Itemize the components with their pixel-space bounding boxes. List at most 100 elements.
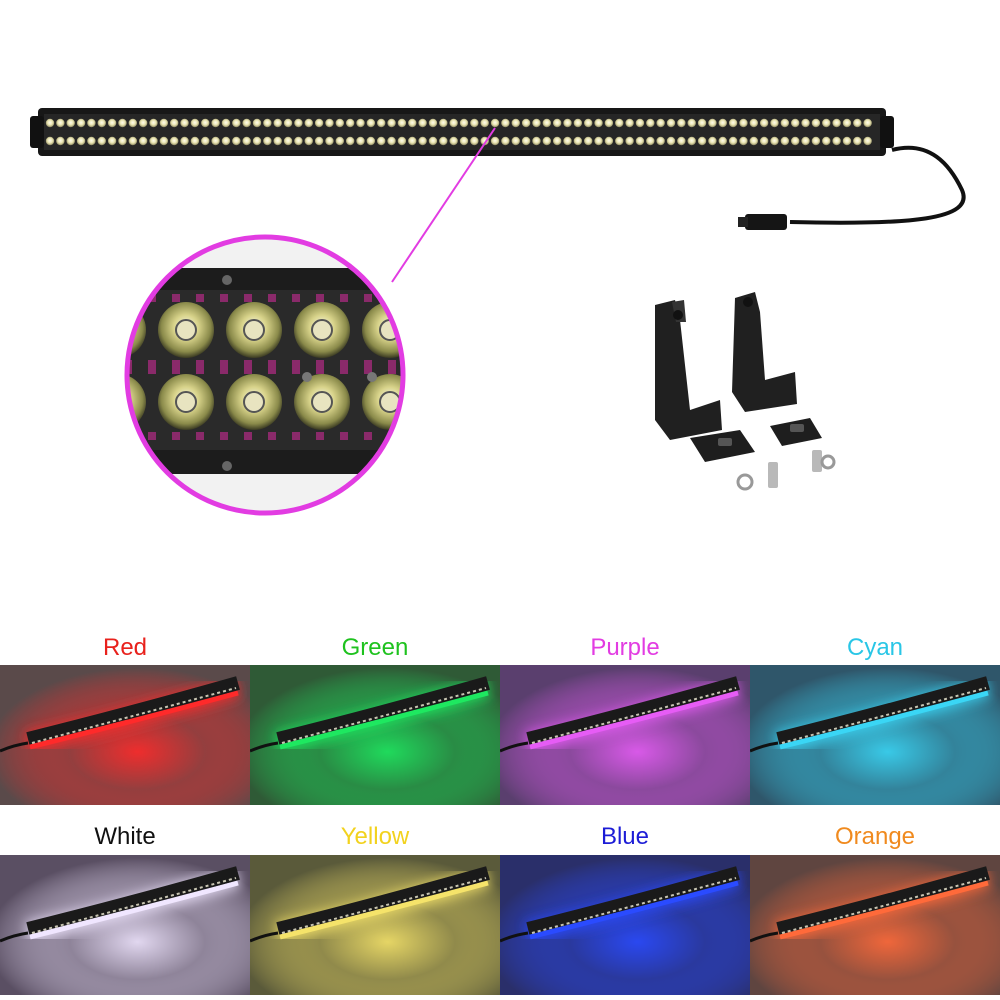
magnifier-detail	[124, 234, 486, 516]
rgb-chip	[268, 360, 276, 368]
product-scene	[30, 108, 966, 516]
color-photo-white	[0, 855, 250, 995]
rgb-chip	[244, 366, 252, 374]
led	[428, 118, 438, 128]
led	[107, 136, 117, 146]
color-label-yellow: Yellow	[340, 823, 410, 850]
led	[811, 118, 821, 128]
led	[625, 118, 634, 128]
led	[801, 118, 810, 128]
led	[128, 118, 137, 128]
led	[459, 118, 469, 128]
led	[418, 136, 427, 146]
led	[656, 118, 665, 128]
led	[252, 136, 262, 146]
led	[356, 118, 365, 128]
rgb-chip	[268, 432, 276, 440]
led	[97, 118, 106, 128]
color-label-cyan: Cyan	[846, 634, 904, 661]
rgb-chip	[220, 360, 228, 368]
led	[687, 118, 696, 128]
led	[118, 136, 127, 146]
led	[190, 136, 200, 146]
led	[532, 118, 541, 128]
led	[211, 136, 220, 146]
rgb-chip	[172, 366, 180, 374]
led	[563, 118, 572, 128]
rgb-chip	[340, 360, 348, 368]
wire-harness	[738, 145, 966, 230]
color-photo-green	[250, 665, 500, 805]
led	[138, 118, 148, 128]
led	[501, 118, 510, 128]
light-bar-leds	[45, 118, 872, 146]
led	[718, 118, 727, 128]
led	[159, 136, 169, 146]
led	[666, 136, 676, 146]
led	[801, 136, 810, 146]
rgb-chip	[196, 432, 204, 440]
led	[294, 118, 303, 128]
rgb-chip	[340, 432, 348, 440]
magnified-led	[430, 374, 486, 430]
led	[107, 118, 117, 128]
led	[604, 118, 614, 128]
color-photo-red	[0, 665, 250, 805]
magnifier-pointer	[391, 127, 496, 283]
led	[408, 136, 417, 146]
led	[573, 118, 583, 128]
led	[356, 136, 365, 146]
led	[283, 136, 293, 146]
led	[739, 136, 748, 146]
led	[170, 118, 179, 128]
led	[314, 118, 324, 128]
led	[304, 118, 313, 128]
led	[211, 118, 220, 128]
led	[863, 118, 872, 128]
led	[708, 136, 717, 146]
led	[646, 118, 655, 128]
led	[232, 136, 241, 146]
led	[822, 136, 831, 146]
led	[87, 118, 96, 128]
led	[749, 136, 758, 146]
led	[428, 136, 438, 146]
rgb-chip	[220, 294, 228, 302]
led	[170, 136, 179, 146]
rgb-chip	[196, 366, 204, 374]
led	[335, 118, 344, 128]
led	[263, 136, 272, 146]
led	[149, 136, 158, 146]
magnified-led	[294, 374, 350, 430]
led	[232, 118, 241, 128]
led	[377, 136, 386, 146]
led	[521, 136, 531, 146]
magnifier-ring	[124, 234, 406, 516]
led	[584, 136, 593, 146]
led	[853, 118, 862, 128]
led	[677, 136, 686, 146]
led	[749, 118, 758, 128]
led	[180, 118, 189, 128]
led	[449, 118, 458, 128]
led	[45, 118, 55, 128]
led	[273, 136, 282, 146]
led	[811, 136, 821, 146]
led	[863, 136, 872, 146]
rgb-chip	[316, 432, 324, 440]
led	[615, 118, 624, 128]
led	[439, 118, 448, 128]
light-bar	[30, 108, 894, 156]
led	[532, 136, 541, 146]
led	[335, 136, 344, 146]
led	[552, 136, 562, 146]
rgb-chip	[388, 366, 396, 374]
color-label-green: Green	[341, 634, 409, 661]
led	[563, 136, 572, 146]
rgb-chip	[292, 294, 300, 302]
led	[56, 118, 65, 128]
rgb-chip	[244, 360, 252, 368]
led	[159, 118, 169, 128]
led	[635, 136, 645, 146]
led	[387, 136, 396, 146]
